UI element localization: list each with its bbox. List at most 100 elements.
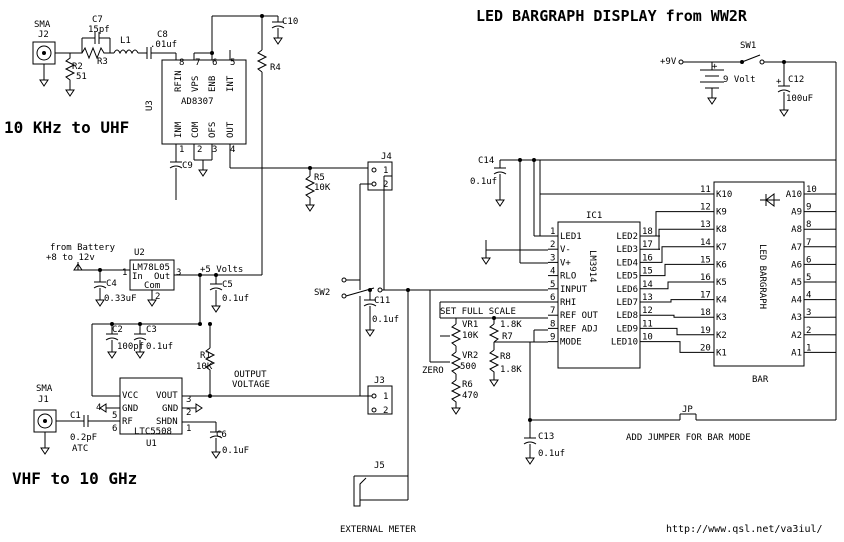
c11-value: 0.1uf <box>372 315 399 325</box>
sw1-switch-icon[interactable] <box>741 54 761 63</box>
u3-ref: U3 <box>145 100 155 111</box>
jp-jumper-icon[interactable] <box>679 413 697 420</box>
led-bargraph <box>713 181 805 367</box>
bar-right-pin-num: 2 <box>806 326 811 336</box>
c1-atc: ATC <box>72 444 88 454</box>
ic1-right-pin-name: LED10 <box>611 338 638 348</box>
led-trace <box>660 281 690 290</box>
led-trace <box>660 314 690 318</box>
bar-part: LED BARGRAPH <box>757 244 767 309</box>
bar-left-pin-name: K3 <box>716 313 727 323</box>
bar-right-pin-num: 8 <box>806 220 811 230</box>
j2-sma-label: SMA <box>34 20 51 30</box>
u2-pin-out: Out <box>154 272 170 282</box>
c5-value: 0.1uf <box>222 294 249 304</box>
bar-right-pin-name: A1 <box>791 348 802 358</box>
u3-ad8307-chip <box>161 59 247 145</box>
vr2-value: 500 <box>460 362 476 372</box>
c2-value: 100pf <box>117 342 144 352</box>
ic1-left-pin-name: INPUT <box>560 285 588 295</box>
bar-left-pin-num: 11 <box>700 185 711 195</box>
ic1-left-pin-name: REF ADJ <box>560 324 598 334</box>
r2-value: 51 <box>76 72 87 82</box>
vr2-pot-icon[interactable] <box>450 351 462 375</box>
r7-ref: R7 <box>502 332 513 342</box>
ground-icon <box>99 403 107 413</box>
bar-left-pin-num: 12 <box>700 203 711 213</box>
bar-right-pin-name: A6 <box>791 260 802 270</box>
set-full-scale-label: SET FULL SCALE <box>440 307 516 317</box>
u1-pin-name: RF <box>122 417 133 427</box>
ground-icon <box>198 169 208 177</box>
led-trace <box>655 211 690 237</box>
c12-ref: C12 <box>788 75 804 85</box>
u3-part: AD8307 <box>181 97 214 107</box>
band-label-lower: VHF to 10 GHz <box>12 469 137 488</box>
ground-icon <box>211 451 221 459</box>
led-trace <box>660 246 690 263</box>
ic1-left-pin-num: 5 <box>550 280 555 290</box>
r4-resistor-icon <box>256 49 268 73</box>
bar-right-pin-name: A2 <box>791 331 802 341</box>
u2-pin-in: In <box>132 272 143 282</box>
ic1-left-pin-num: 2 <box>550 240 555 250</box>
sw2-ref: SW2 <box>314 288 330 298</box>
ic1-right-pin-num: 17 <box>642 240 653 250</box>
u3-pin-name: OUT <box>226 121 236 138</box>
ic1-left-pin-name: RLO <box>560 272 576 282</box>
r1-value: 10K <box>196 362 213 372</box>
u3-pin-name: ENB <box>208 76 218 92</box>
led-trace <box>660 327 690 336</box>
ic1-left-pin-num: 1 <box>550 227 555 237</box>
ic1-left-pin-num: 8 <box>550 319 555 329</box>
c12-plus: + <box>776 77 782 87</box>
ground-icon <box>451 407 461 415</box>
c9-ref: C9 <box>182 161 193 171</box>
ic1-left-pin-num: 6 <box>550 293 555 303</box>
battery-input-label: from Battery <box>50 243 116 253</box>
ic1-right-pin-num: 15 <box>642 267 653 277</box>
j5-ref: J5 <box>374 461 385 471</box>
c13-value: 0.1uf <box>538 449 565 459</box>
bar-right-pin-num: 3 <box>806 308 811 318</box>
j2-sma-connector-icon <box>32 41 56 65</box>
bar-left-pin-name: K10 <box>716 190 732 200</box>
ic1-lm3914-chip <box>557 221 641 369</box>
r8-resistor-icon <box>488 349 500 380</box>
c14-value: 0.1uf <box>470 177 497 187</box>
u3-pin-num: 3 <box>212 145 217 155</box>
led-trace <box>660 299 690 303</box>
c4-value: 0.33uF <box>104 294 137 304</box>
u3-pin-num: 2 <box>197 145 202 155</box>
ic1-left-pin-name: RHI <box>560 298 576 308</box>
ic1-left-pin-name: REF OUT <box>560 311 599 321</box>
bar-left-pin-num: 13 <box>700 220 711 230</box>
u1-pin-num: 6 <box>112 424 117 434</box>
u1-pin-num: 2 <box>186 408 191 418</box>
r7-resistor-icon <box>488 323 500 343</box>
u3-pin-num: 7 <box>195 58 200 68</box>
r2-resistor-icon <box>64 53 76 90</box>
l1-ref: L1 <box>120 36 131 46</box>
ic1-left-pin-name: LED1 <box>560 232 582 242</box>
led-trace <box>660 341 690 353</box>
ground-icon <box>489 379 499 387</box>
bar-ref: BAR <box>752 375 769 385</box>
bar-left-pin-name: K9 <box>716 208 727 218</box>
u1-pin-name: VCC <box>122 391 138 401</box>
bar-right-pin-name: A3 <box>791 313 802 323</box>
u3-pin-name: INT <box>226 75 236 92</box>
ground-icon <box>305 204 315 212</box>
ground-icon <box>147 299 157 307</box>
ic1-left-pin-name: V+ <box>560 258 571 268</box>
j3-ref: J3 <box>374 376 385 386</box>
bar-left-pin-name: K7 <box>716 243 727 253</box>
vr1-pot-icon[interactable] <box>450 323 462 347</box>
j3-pin-num: 2 <box>383 406 388 416</box>
bar-right-pin-name: A7 <box>791 243 802 253</box>
jp-ref: JP <box>682 405 693 415</box>
bar-left-pin-name: K5 <box>716 278 727 288</box>
u1-pin-num: 4 <box>96 403 101 413</box>
